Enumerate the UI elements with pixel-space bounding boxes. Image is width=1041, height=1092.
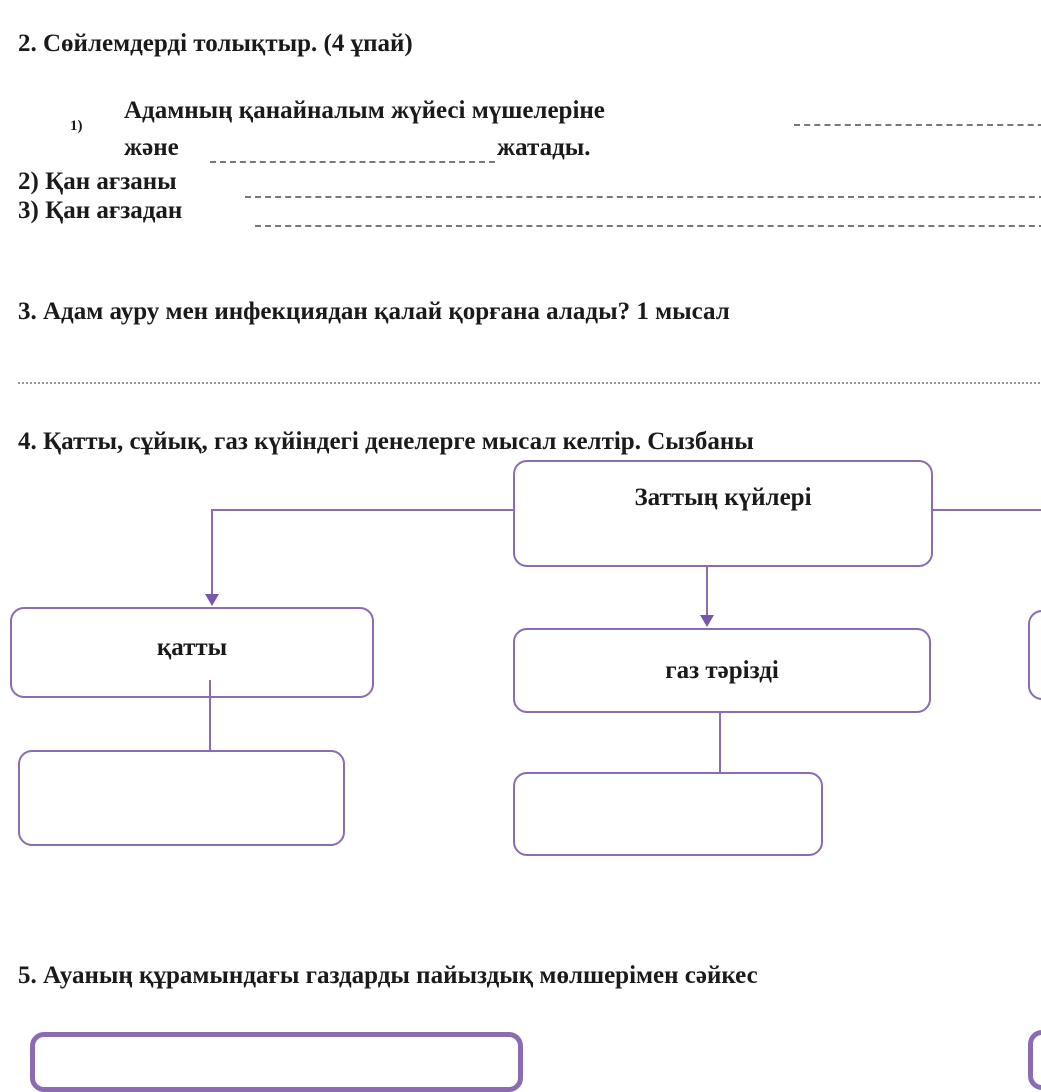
- answer-box-right[interactable]: [1028, 1030, 1041, 1090]
- connector-left-h: [211, 509, 514, 511]
- question-4-title: 4. Қатты, сұйық, газ күйіндегі денелерге…: [18, 428, 754, 455]
- solid-example-box[interactable]: [18, 750, 345, 846]
- item-1-end: жатады.: [497, 134, 591, 161]
- connector-solid-v: [209, 680, 211, 750]
- item-3-blank[interactable]: [255, 225, 1041, 227]
- item-3-text: 3) Қан ағзадан: [18, 197, 183, 224]
- question-3-answer-line[interactable]: [18, 382, 1041, 384]
- answer-box-left[interactable]: [30, 1032, 523, 1092]
- item-2-blank[interactable]: [245, 196, 1041, 198]
- item-1-blank-a[interactable]: [794, 124, 1041, 126]
- item-1-and: және: [124, 134, 179, 161]
- diagram-root-label: Заттың күйлері: [634, 484, 812, 511]
- connector-gas-v: [719, 712, 721, 773]
- connector-left-v: [211, 509, 213, 595]
- gas-box: газ тәрізді: [513, 628, 931, 713]
- solid-box: қатты: [10, 607, 374, 698]
- connector-right-h: [930, 509, 1041, 511]
- liquid-box-partial: [1028, 610, 1041, 700]
- item-2-text: 2) Қан ағзаны: [18, 168, 177, 195]
- diagram-root-box: Заттың күйлері: [513, 460, 933, 567]
- question-2-title: 2. Сөйлемдерді толықтыр. (4 ұпай): [18, 30, 413, 57]
- question-3-title: 3. Адам ауру мен инфекциядан қалай қорға…: [18, 298, 730, 325]
- question-5-title: 5. Ауаның құрамындағы газдарды пайыздық …: [18, 962, 758, 989]
- item-1-blank-b[interactable]: [210, 161, 495, 163]
- solid-label: қатты: [156, 634, 228, 661]
- gas-example-box[interactable]: [513, 772, 823, 856]
- arrow-down-icon: [700, 615, 714, 627]
- gas-label: газ тәрізді: [665, 656, 779, 684]
- arrow-down-icon: [205, 594, 219, 606]
- item-1-number: 1): [70, 118, 83, 134]
- connector-mid-v: [706, 567, 708, 617]
- item-1-text: Адамның қанайналым жүйесі мүшелеріне: [124, 97, 605, 124]
